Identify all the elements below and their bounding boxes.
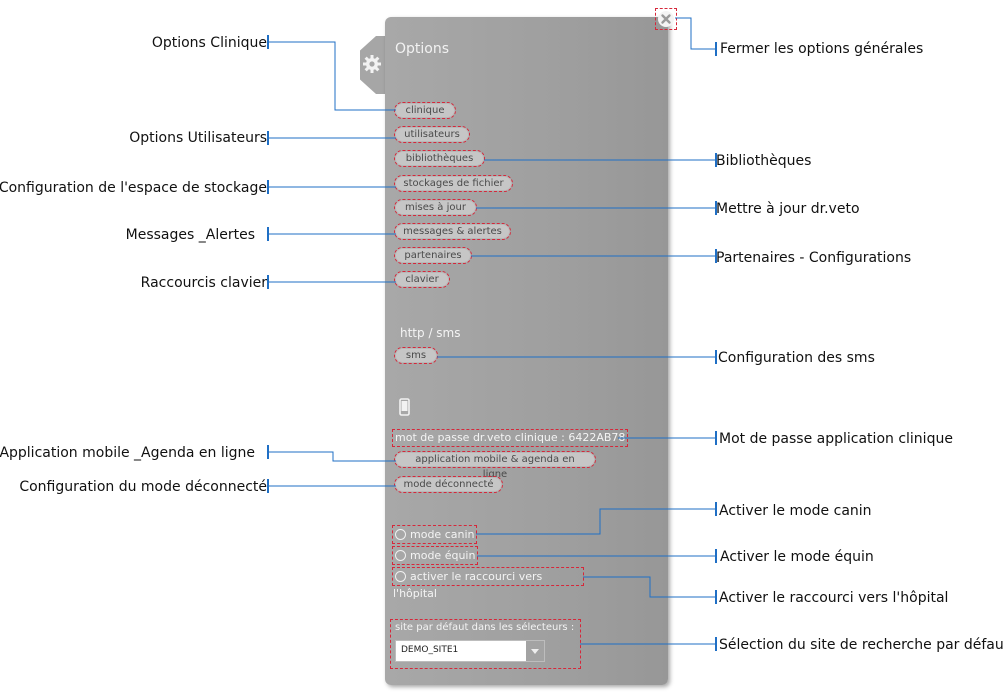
http-sms-label: http / sms [400,326,461,340]
annotation-fermer: Fermer les options générales [720,41,924,57]
messages-alertes-button[interactable]: messages & alertes [394,223,511,240]
default-site-value: DEMO_SITE1 [401,645,459,655]
annotation-raccourci-hopital: Activer le raccourci vers l'hôpital [719,590,949,606]
radio-label: mode équin [410,549,476,562]
radio-hopital-shortcut[interactable]: activer le raccourci vers l'hôpital [392,567,584,600]
utilisateurs-button[interactable]: utilisateurs [394,126,470,143]
radio-label: mode canin [410,528,475,541]
panel-title: Options [395,41,450,57]
annotation-mode-canin: Activer le mode canin [719,503,872,519]
annotation-mode-equin: Activer le mode équin [720,549,874,565]
annotation-raccourcis: Raccourcis clavier [140,275,267,291]
default-site-select[interactable]: DEMO_SITE1 [395,640,545,662]
annotation-mettre-a-jour: Mettre à jour dr.veto [716,201,860,217]
radio-circle[interactable] [395,528,406,540]
annotation-app-mobile: Application mobile _Agenda en ligne [0,445,255,461]
radio-circle[interactable] [395,549,406,561]
password-text: mot de passe dr.veto clinique : 6422AB78 [391,429,629,447]
mises-a-jour-button[interactable]: mises à jour [394,199,477,216]
annotation-selection-site: Sélection du site de recherche par défau… [719,637,1003,653]
annotation-options-utilisateurs: Options Utilisateurs [129,130,267,146]
radio-label: activer le raccourci vers l'hôpital [393,570,543,600]
stockages-button[interactable]: stockages de fichier [394,175,513,192]
annotation-config-stockage: Configuration de l'espace de stockage [0,180,267,196]
partenaires-button[interactable]: partenaires [394,247,472,264]
clinique-button[interactable]: clinique [394,102,456,119]
annotation-bibliotheques: Bibliothèques [716,153,812,169]
gear-icon [363,55,381,73]
radio-circle[interactable] [395,570,406,582]
sms-button[interactable]: sms [394,347,438,364]
chevron-down-icon[interactable] [526,641,544,661]
annotation-partenaires: Partenaires - Configurations [716,250,912,266]
bibliotheques-button[interactable]: bibliothèques [394,150,485,167]
close-icon[interactable] [655,8,677,30]
annotation-mot-de-passe: Mot de passe application clinique [719,431,953,447]
default-site-label: site par défaut dans les sélecteurs : [395,622,575,633]
annotation-mode-deconnecte: Configuration du mode déconnecté [19,479,267,495]
offline-mode-button[interactable]: mode déconnecté [394,476,503,493]
mobile-phone-icon [399,398,410,416]
clavier-button[interactable]: clavier [394,271,450,288]
mobile-agenda-button[interactable]: application mobile & agenda en ligne [394,451,596,480]
radio-mode-equin[interactable]: mode équin [392,546,478,565]
annotation-messages-alertes: Messages _Alertes [125,227,255,243]
radio-mode-canin[interactable]: mode canin [392,525,477,544]
annotation-options-clinique: Options Clinique [151,35,267,51]
annotation-config-sms: Configuration des sms [718,350,875,366]
